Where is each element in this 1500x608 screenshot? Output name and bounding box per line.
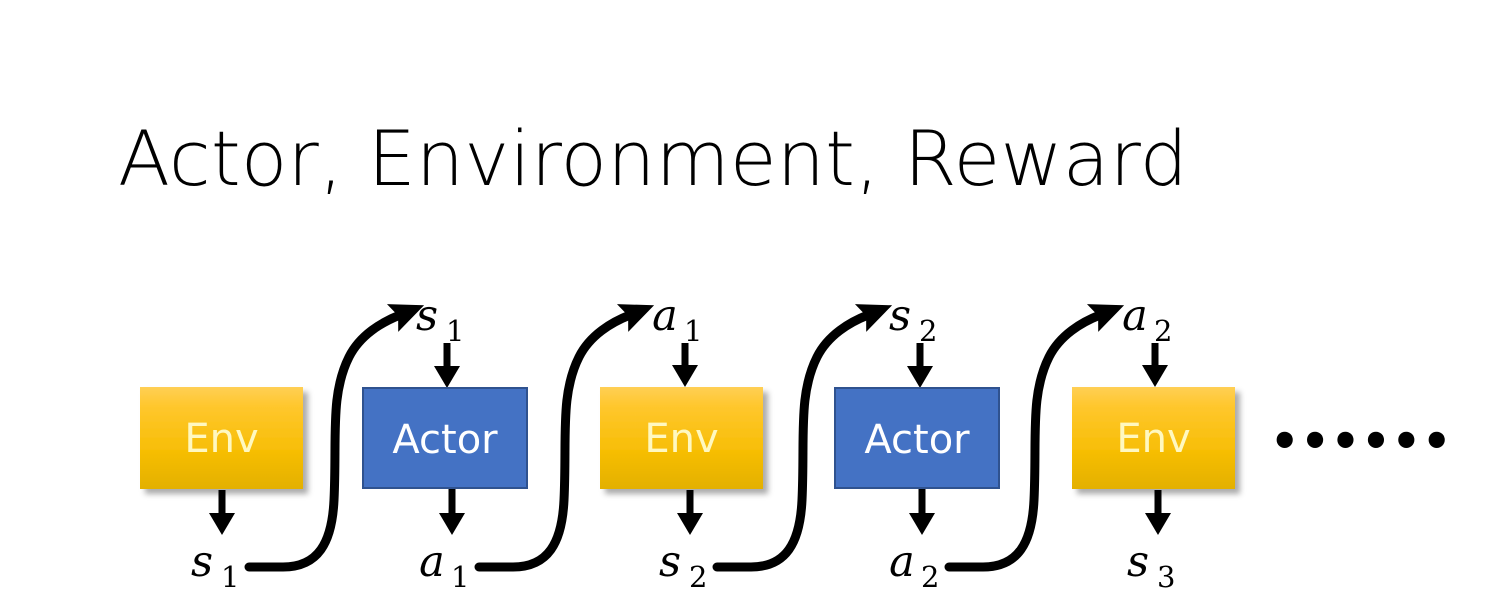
arrow-head-down-icon xyxy=(1145,513,1171,535)
math-subscript: 1 xyxy=(451,560,469,594)
label-bot-s3: s 3 xyxy=(1127,537,1175,594)
label-bot-a1: a 1 xyxy=(419,537,469,594)
box-label: Env xyxy=(1116,416,1190,462)
arrow-down-into-actor-1 xyxy=(434,343,460,388)
arrow-head-down-icon xyxy=(672,365,698,387)
arrow-down-out-env-1 xyxy=(209,490,235,535)
arrow-head-down-icon xyxy=(909,513,935,535)
connector-s2 xyxy=(712,304,893,572)
math-symbol: a xyxy=(652,291,678,341)
box-label: Env xyxy=(644,416,718,462)
connector-a1 xyxy=(474,304,655,572)
arrow-head-down-icon xyxy=(209,513,235,535)
arrow-down-out-env-3 xyxy=(1145,490,1171,535)
label-top-a2: a 2 xyxy=(1122,291,1172,348)
connector-path xyxy=(474,310,635,572)
math-subscript: 2 xyxy=(689,560,707,594)
math-symbol: a xyxy=(419,537,445,587)
arrow-down-out-actor-1 xyxy=(439,489,465,535)
math-symbol: s xyxy=(416,291,438,341)
label-bot-a2: a 2 xyxy=(889,537,939,594)
label-bot-s2: s 2 xyxy=(659,537,707,594)
math-symbol: a xyxy=(889,537,915,587)
connector-curves xyxy=(244,304,1125,572)
box-env-3[interactable]: Env xyxy=(1072,387,1235,489)
arrow-down-into-env-3 xyxy=(1142,343,1168,387)
box-env-2[interactable]: Env xyxy=(600,387,763,489)
arrow-down-into-env-2 xyxy=(672,343,698,387)
box-env-1[interactable]: Env xyxy=(140,387,303,489)
math-subscript: 2 xyxy=(1154,314,1172,348)
arrow-down-into-actor-2 xyxy=(907,343,933,388)
bottom-state-action-labels: s 1 a 1 s 2 a 2 s 3 xyxy=(191,537,1175,594)
arrow-down-out-actor-2 xyxy=(909,489,935,535)
arrowhead-icon xyxy=(616,304,655,332)
box-label: Actor xyxy=(864,417,970,463)
label-top-a1: a 1 xyxy=(652,291,702,348)
arrowhead-icon xyxy=(386,304,425,332)
arrowhead-icon xyxy=(854,304,893,332)
box-label: Actor xyxy=(392,417,498,463)
math-subscript: 2 xyxy=(921,560,939,594)
math-symbol: s xyxy=(1127,537,1149,587)
box-label: Env xyxy=(184,416,258,462)
math-subscript: 1 xyxy=(221,560,239,594)
math-subscript: 2 xyxy=(919,314,937,348)
box-background xyxy=(140,387,303,489)
connector-path xyxy=(712,310,873,572)
box-actor-1[interactable]: Actor xyxy=(362,387,528,489)
down-arrows-into-boxes xyxy=(434,343,1168,388)
connector-path xyxy=(944,310,1105,572)
actor-boxes: Actor Actor xyxy=(362,387,1000,489)
math-symbol: s xyxy=(889,291,911,341)
env-boxes: Env Env Env xyxy=(140,387,1235,489)
math-subscript: 1 xyxy=(446,314,464,348)
label-top-s1: s 1 xyxy=(416,291,464,348)
connector-a2 xyxy=(944,304,1125,572)
connector-s1 xyxy=(244,304,425,572)
box-background xyxy=(1072,387,1235,489)
page-title: Actor, Environment, Reward xyxy=(118,114,1189,203)
math-symbol: s xyxy=(659,537,681,587)
box-actor-2[interactable]: Actor xyxy=(834,387,1000,489)
box-background xyxy=(362,387,528,489)
continuation-ellipsis: •••••• xyxy=(1270,414,1452,468)
connector-path xyxy=(244,310,405,572)
arrow-down-out-env-2 xyxy=(677,490,703,535)
arrowhead-icon xyxy=(1086,304,1125,332)
down-arrows-out-of-boxes xyxy=(209,489,1171,535)
arrow-head-down-icon xyxy=(434,366,460,388)
math-symbol: s xyxy=(191,537,213,587)
arrow-head-down-icon xyxy=(677,513,703,535)
label-top-s2: s 2 xyxy=(889,291,937,348)
arrow-head-down-icon xyxy=(1142,365,1168,387)
math-symbol: a xyxy=(1122,291,1148,341)
arrow-head-down-icon xyxy=(907,366,933,388)
math-subscript: 1 xyxy=(684,314,702,348)
top-state-action-labels: s 1 a 1 s 2 a 2 xyxy=(416,291,1172,348)
box-background xyxy=(600,387,763,489)
math-subscript: 3 xyxy=(1157,560,1175,594)
label-bot-s1: s 1 xyxy=(191,537,239,594)
box-background xyxy=(834,387,1000,489)
arrow-head-down-icon xyxy=(439,513,465,535)
